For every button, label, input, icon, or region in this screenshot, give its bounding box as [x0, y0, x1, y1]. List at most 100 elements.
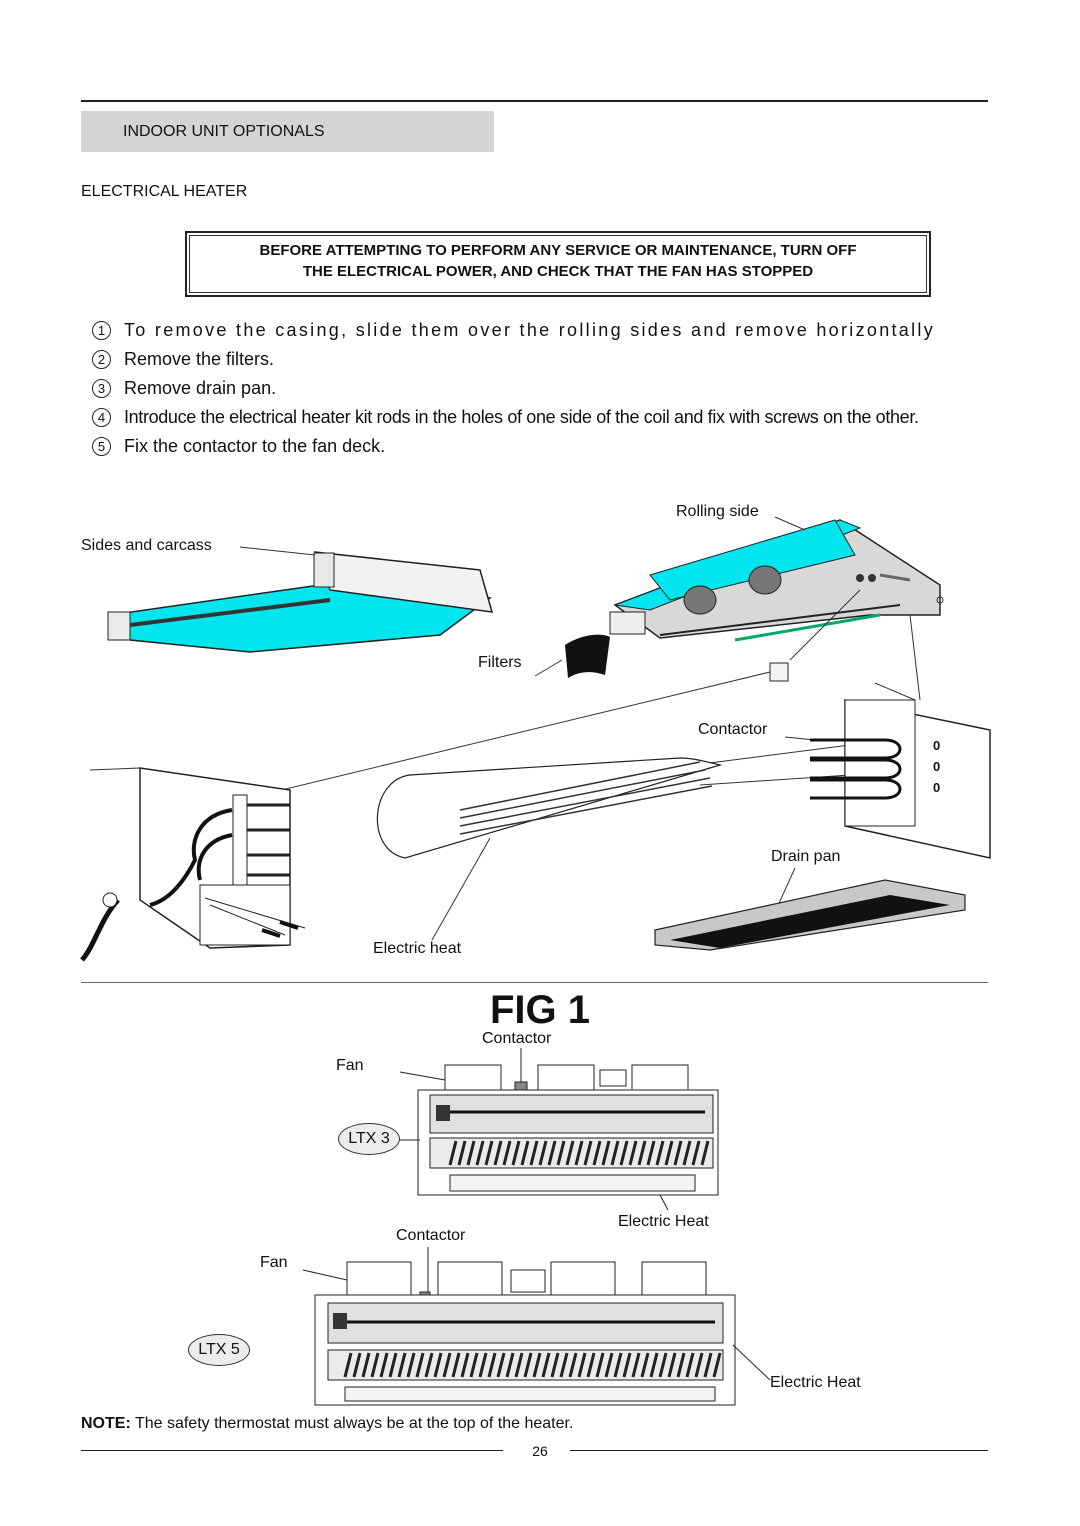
coil-fin [583, 1140, 593, 1166]
section-title: INDOOR UNIT OPTIONALS [81, 111, 494, 152]
coil-fin [547, 1140, 557, 1166]
ltx3-label-contactor: Contactor [482, 1030, 552, 1047]
ltx3-unit-diagram [399, 1048, 719, 1211]
step-number: 4 [92, 408, 111, 427]
step-text: Remove drain pan. [124, 378, 277, 398]
coil-fin [577, 1352, 587, 1378]
label-sides-and-carcass: Sides and carcass [81, 537, 212, 554]
step-1: 1 To remove the casing, slide them over … [92, 320, 1012, 341]
coil-fin [388, 1352, 398, 1378]
coil-fin [379, 1352, 389, 1378]
coil-fin [622, 1352, 632, 1378]
coil-fin [646, 1140, 656, 1166]
step-number: 2 [92, 350, 111, 369]
coil-fin [511, 1140, 521, 1166]
coil-fin [352, 1352, 362, 1378]
step-text: Fix the contactor to the fan deck. [124, 436, 386, 456]
coil-fin [631, 1352, 641, 1378]
coil-fin [637, 1140, 647, 1166]
coil-fin [673, 1140, 683, 1166]
coil-fin [568, 1352, 578, 1378]
coil-fin [685, 1352, 695, 1378]
coil-fin [415, 1352, 425, 1378]
figure-title: FIG 1 [489, 988, 591, 1032]
coil-fins [343, 1140, 722, 1378]
note-text: The safety thermostat must always be at … [130, 1415, 574, 1432]
step-3: 3 Remove drain pan. [92, 378, 276, 399]
coil-fin [700, 1140, 710, 1166]
step-text: Introduce the electrical heater kit rods… [124, 407, 919, 427]
coil-fin [556, 1140, 566, 1166]
drain-pan [654, 879, 966, 951]
coil-fin [604, 1352, 614, 1378]
coil-fin [448, 1140, 458, 1166]
coil-fin [574, 1140, 584, 1166]
terminal-mark-2: 0 [933, 759, 941, 774]
coil-fin [550, 1352, 560, 1378]
coil-fin [655, 1140, 665, 1166]
footer-rule-right [570, 1450, 988, 1451]
coil-fin [496, 1352, 506, 1378]
coil-fin [487, 1352, 497, 1378]
coil-fin [682, 1140, 692, 1166]
label-filters: Filters [478, 654, 522, 671]
warning-line-1: BEFORE ATTEMPTING TO PERFORM ANY SERVICE… [259, 242, 857, 259]
casing-panel [107, 551, 494, 653]
coil-fin [442, 1352, 452, 1378]
coil-fin [343, 1352, 353, 1378]
section-subtitle: ELECTRICAL HEATER [81, 183, 248, 200]
step-text: Remove the filters. [124, 349, 275, 369]
coil-fin [628, 1140, 638, 1166]
coil-fin [658, 1352, 668, 1378]
coil-fin [451, 1352, 461, 1378]
coil-fin [703, 1352, 713, 1378]
coil-fin [664, 1140, 674, 1166]
coil-fin [406, 1352, 416, 1378]
ltx3-badge: LTX 3 [338, 1123, 400, 1155]
coil-fin [514, 1352, 524, 1378]
step-5: 5 Fix the contactor to the fan deck. [92, 436, 385, 457]
step-number: 1 [92, 321, 111, 340]
step-number: 3 [92, 379, 111, 398]
ltx5-label-electric-heat: Electric Heat [770, 1374, 861, 1391]
coil-fin [424, 1352, 434, 1378]
coil-fin [397, 1352, 407, 1378]
coil-fin [433, 1352, 443, 1378]
footer-rule-left [81, 1450, 503, 1451]
coil-fin [520, 1140, 530, 1166]
label-rolling-side: Rolling side [676, 503, 759, 520]
coil-fin [505, 1352, 515, 1378]
coil-fin [613, 1352, 623, 1378]
warning-line-2: THE ELECTRICAL POWER, AND CHECK THAT THE… [302, 263, 814, 280]
step-number: 5 [92, 437, 111, 456]
coil-fin [370, 1352, 380, 1378]
coil-fin [469, 1352, 479, 1378]
fan-deck-unit [609, 519, 944, 642]
note-prefix: NOTE: [81, 1415, 131, 1432]
filter-element [565, 634, 610, 678]
step-4: 4 Introduce the electrical heater kit ro… [92, 407, 1027, 428]
fig1-exploded-illustration [80, 516, 991, 962]
step-2: 2 Remove the filters. [92, 349, 274, 370]
coil-fin [640, 1352, 650, 1378]
coil-fin [694, 1352, 704, 1378]
coil-fin [532, 1352, 542, 1378]
coil-fin [691, 1140, 701, 1166]
coil-fin [712, 1352, 722, 1378]
step-text: To remove the casing, slide them over th… [124, 320, 936, 340]
coil-fin [610, 1140, 620, 1166]
coil-fin [559, 1352, 569, 1378]
ltx5-badge: LTX 5 [188, 1334, 250, 1366]
coil-fin [457, 1140, 467, 1166]
coil-fin [484, 1140, 494, 1166]
coil-fin [523, 1352, 533, 1378]
terminal-mark-1: 0 [933, 738, 941, 753]
ltx3-label-fan: Fan [336, 1057, 364, 1074]
coil-fin [466, 1140, 476, 1166]
ltx5-unit-diagram [302, 1247, 771, 1406]
terminal-mark-3: 0 [933, 780, 941, 795]
contactor-terminal-board [810, 699, 991, 859]
coil-fin [502, 1140, 512, 1166]
coil-fin [601, 1140, 611, 1166]
